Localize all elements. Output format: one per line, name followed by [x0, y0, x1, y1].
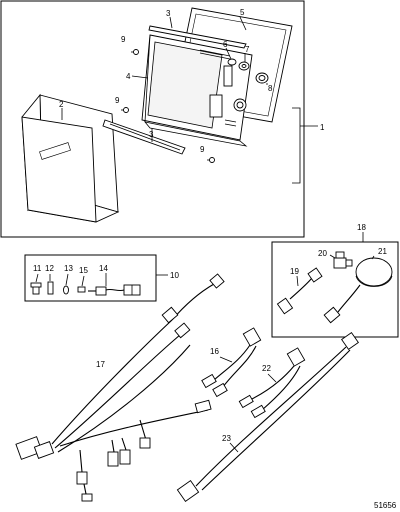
sun-cover — [21, 93, 120, 223]
label-2: 2 — [59, 100, 64, 109]
label-23: 23 — [222, 434, 231, 443]
label-9-lower: 9 — [200, 145, 205, 154]
knob-6 — [227, 58, 237, 66]
label-10: 10 — [170, 271, 179, 280]
reference-number: 51656 — [374, 501, 397, 510]
label-4: 4 — [126, 72, 131, 81]
fuse-holder-12 — [47, 281, 54, 295]
label-8: 8 — [268, 84, 273, 93]
connector-8 — [255, 72, 269, 84]
label-16: 16 — [210, 347, 219, 356]
label-7: 7 — [245, 45, 250, 54]
terminal-15 — [77, 286, 86, 293]
label-9-upper: 9 — [121, 35, 126, 44]
adapter-20 — [333, 251, 353, 269]
label-19: 19 — [290, 267, 299, 276]
label-12: 12 — [45, 264, 54, 273]
screw-9-middle — [121, 107, 129, 113]
label-3-upper: 3 — [166, 9, 171, 18]
screw-9-upper — [131, 49, 139, 55]
display-unit — [141, 34, 253, 147]
bracket-strip-upper — [148, 25, 247, 49]
transducer-kit-frame — [271, 241, 399, 338]
terminal-13 — [63, 285, 69, 295]
y-cable-16 — [201, 327, 262, 398]
screw-9-lower — [207, 157, 215, 163]
label-13: 13 — [64, 264, 73, 273]
y-cable-22 — [238, 347, 306, 419]
cable-19 — [276, 267, 323, 315]
callout-bracket-1 — [292, 107, 318, 184]
label-1: 1 — [320, 123, 325, 132]
label-17: 17 — [96, 360, 105, 369]
knob-7 — [238, 61, 250, 71]
small-parts-frame — [24, 254, 157, 302]
label-15: 15 — [79, 266, 88, 275]
fuse-harness-14 — [88, 284, 141, 296]
label-6: 6 — [223, 40, 228, 49]
gps-antenna-21 — [323, 257, 393, 324]
display-assembly-frame — [0, 0, 305, 238]
label-18: 18 — [357, 223, 366, 232]
label-21: 21 — [378, 247, 387, 256]
label-20: 20 — [318, 249, 327, 258]
label-3-lower: 3 — [149, 130, 154, 139]
label-9-middle: 9 — [115, 96, 120, 105]
extension-cable-23 — [176, 332, 359, 502]
label-11: 11 — [33, 264, 42, 273]
label-22: 22 — [262, 364, 271, 373]
label-5: 5 — [240, 8, 245, 17]
label-14: 14 — [99, 264, 108, 273]
main-harness-17 — [15, 273, 225, 502]
fuse-11 — [30, 282, 42, 295]
